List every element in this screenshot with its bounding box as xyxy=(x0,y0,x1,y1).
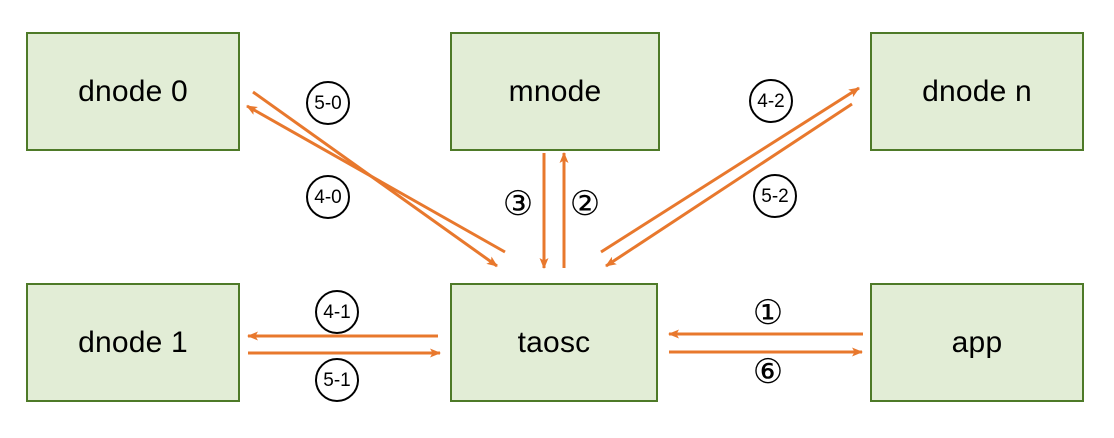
edge-badge-3-label: ③ xyxy=(502,184,534,224)
edge-badge-6: ⑥ xyxy=(746,350,790,394)
node-mnode[interactable]: mnode xyxy=(450,32,660,151)
edge-badge-4-1-label: 4-1 xyxy=(323,301,351,323)
node-dnode-1-label: dnode 1 xyxy=(78,325,188,359)
node-dnode-1[interactable]: dnode 1 xyxy=(26,283,240,402)
edge-badge-4-2-label: 4-2 xyxy=(757,90,785,112)
node-taosc[interactable]: taosc xyxy=(450,283,658,402)
edge-badge-4-2: 4-2 xyxy=(749,79,793,123)
node-dnode-0[interactable]: dnode 0 xyxy=(26,32,240,151)
edge-badge-2: ② xyxy=(563,182,607,226)
node-dnode-0-label: dnode 0 xyxy=(78,74,188,108)
node-dnode-n-label: dnode n xyxy=(922,74,1032,108)
edge-badge-5-1: 5-1 xyxy=(315,358,359,402)
edge-badge-1-label: ① xyxy=(752,293,784,333)
edge-badge-4-0-label: 4-0 xyxy=(314,186,342,208)
edge-badge-5-0-label: 5-0 xyxy=(314,92,342,114)
node-app[interactable]: app xyxy=(870,283,1084,402)
edge-badge-5-2-label: 5-2 xyxy=(761,185,789,207)
edge-badge-6-label: ⑥ xyxy=(752,352,784,392)
node-app-label: app xyxy=(951,325,1003,359)
edge-badge-4-0: 4-0 xyxy=(306,175,350,219)
node-taosc-label: taosc xyxy=(517,325,591,359)
edge-badge-5-2: 5-2 xyxy=(753,174,797,218)
node-mnode-label: mnode xyxy=(508,74,602,108)
edge-badge-5-0: 5-0 xyxy=(306,81,350,125)
edge-badge-2-label: ② xyxy=(569,184,601,224)
edge-badge-3: ③ xyxy=(496,182,540,226)
edge-badge-4-1: 4-1 xyxy=(315,290,359,334)
edge-badge-5-1-label: 5-1 xyxy=(323,369,351,391)
node-dnode-n[interactable]: dnode n xyxy=(870,32,1084,151)
edge-badge-1: ① xyxy=(746,291,790,335)
